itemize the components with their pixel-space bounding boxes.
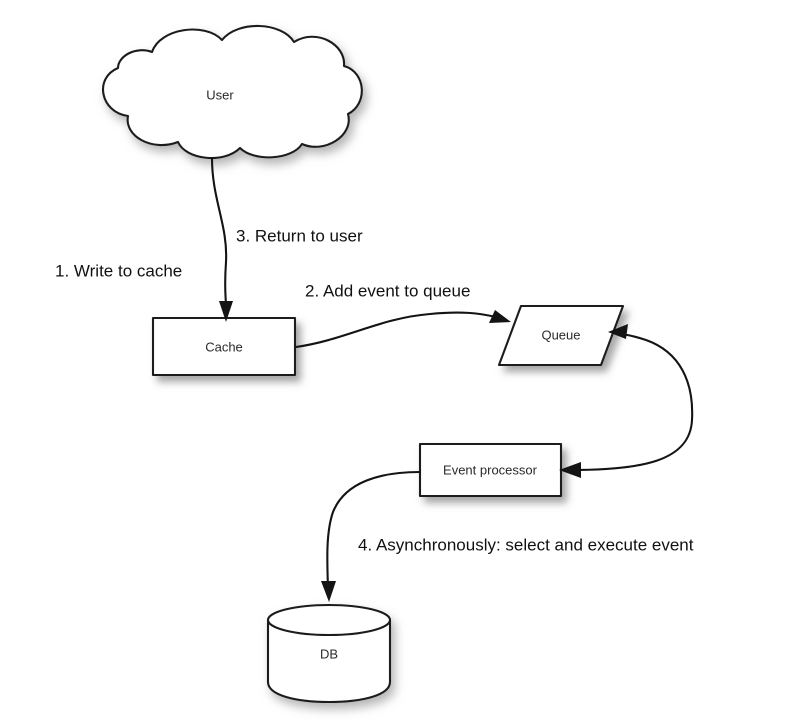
node-event-processor[interactable]: Event processor [418,442,563,498]
node-user-label: User [206,87,234,102]
edge-label-step-3: 3. Return to user [236,226,363,245]
node-queue[interactable]: Queue [497,304,625,367]
node-db-label: DB [320,646,338,661]
arrowhead-queue-right [608,324,628,339]
edge-label-step-2: 2. Add event to queue [305,281,470,300]
edge-user-to-cache [210,156,233,322]
edge-cache-to-queue [294,310,511,349]
node-db[interactable]: DB [266,603,392,704]
node-queue-label: Queue [541,327,580,342]
node-user[interactable]: User [102,24,363,160]
edge-label-step-1: 1. Write to cache [55,261,182,280]
arrowhead-queue-in [489,310,511,323]
edge-processor-to-queue [568,324,694,472]
arrowhead-db [321,581,336,602]
node-event-processor-label: Event processor [443,462,538,477]
arrowhead-processor [559,462,581,478]
node-cache[interactable]: Cache [151,316,297,377]
node-cache-label: Cache [205,339,243,354]
edge-queue-to-processor [559,462,581,478]
edge-processor-to-db [321,470,422,602]
arrowhead-cache [219,301,233,322]
edge-label-step-4: 4. Asynchronously: select and execute ev… [358,535,694,554]
